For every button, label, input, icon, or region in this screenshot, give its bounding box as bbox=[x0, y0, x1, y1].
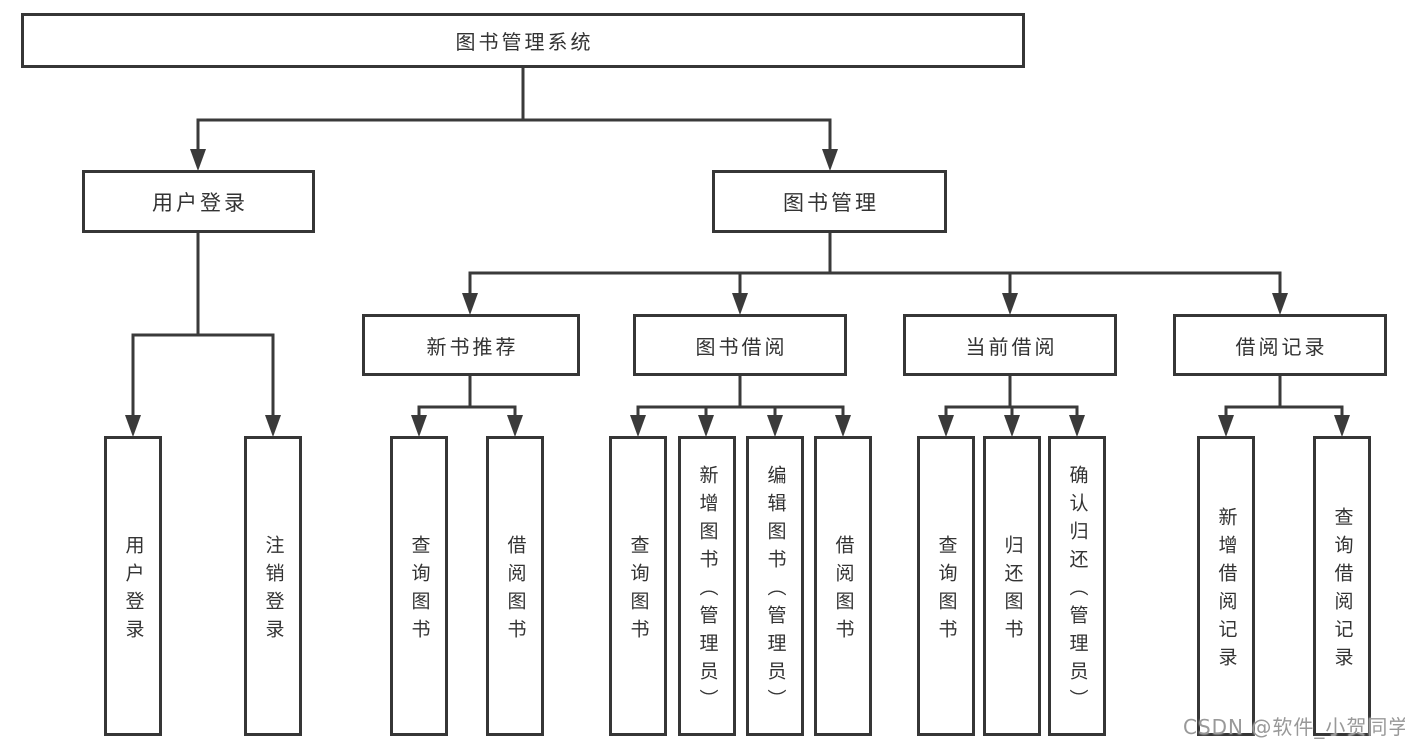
node-current-borrow: 当前借阅 bbox=[903, 314, 1117, 376]
node-new-book-recommend: 新书推荐 bbox=[362, 314, 580, 376]
node-root: 图书管理系统 bbox=[21, 13, 1025, 68]
leaf-query-borrow-record-label: 查询借阅记录 bbox=[1331, 506, 1354, 675]
leaf-borrow-books-2: 借阅图书 bbox=[814, 436, 872, 736]
leaf-confirm-return-admin: 确认归还（管理员） bbox=[1048, 436, 1106, 736]
leaf-edit-books-admin-label: 编辑图书（管理员） bbox=[764, 464, 787, 717]
node-user-login: 用户登录 bbox=[82, 170, 315, 233]
leaf-logout: 注销登录 bbox=[244, 436, 302, 736]
leaf-return-books: 归还图书 bbox=[983, 436, 1041, 736]
leaf-borrow-books-2-label: 借阅图书 bbox=[832, 534, 855, 647]
leaf-return-books-label: 归还图书 bbox=[1001, 534, 1024, 647]
leaf-user-login: 用户登录 bbox=[104, 436, 162, 736]
leaf-query-books-1-label: 查询图书 bbox=[408, 534, 431, 647]
leaf-query-books-3-label: 查询图书 bbox=[935, 534, 958, 647]
leaf-confirm-return-admin-label: 确认归还（管理员） bbox=[1066, 464, 1089, 717]
leaf-logout-label: 注销登录 bbox=[262, 534, 285, 647]
node-borrow-records: 借阅记录 bbox=[1173, 314, 1387, 376]
leaf-query-books-2-label: 查询图书 bbox=[627, 534, 650, 647]
node-book-borrow-label: 图书借阅 bbox=[695, 334, 788, 359]
node-book-management-label: 图书管理 bbox=[783, 190, 879, 215]
leaf-add-borrow-record-label: 新增借阅记录 bbox=[1215, 506, 1238, 675]
leaf-add-books-admin: 新增图书（管理员） bbox=[678, 436, 736, 736]
node-new-book-recommend-label: 新书推荐 bbox=[426, 334, 519, 359]
node-user-login-label: 用户登录 bbox=[152, 190, 248, 215]
node-current-borrow-label: 当前借阅 bbox=[965, 334, 1058, 359]
leaf-borrow-books-1-label: 借阅图书 bbox=[504, 534, 527, 647]
leaf-borrow-books-1: 借阅图书 bbox=[486, 436, 544, 736]
leaf-add-books-admin-label: 新增图书（管理员） bbox=[696, 464, 719, 717]
csdn-watermark: CSDN @软件_小贺同学 bbox=[1183, 715, 1405, 739]
leaf-add-borrow-record: 新增借阅记录 bbox=[1197, 436, 1255, 736]
node-book-borrow: 图书借阅 bbox=[633, 314, 847, 376]
leaf-query-books-2: 查询图书 bbox=[609, 436, 667, 736]
node-borrow-records-label: 借阅记录 bbox=[1235, 334, 1328, 359]
leaf-edit-books-admin: 编辑图书（管理员） bbox=[746, 436, 804, 736]
leaf-query-books-1: 查询图书 bbox=[390, 436, 448, 736]
node-root-label: 图书管理系统 bbox=[455, 30, 594, 54]
leaf-query-books-3: 查询图书 bbox=[917, 436, 975, 736]
leaf-query-borrow-record: 查询借阅记录 bbox=[1313, 436, 1371, 736]
leaf-user-login-label: 用户登录 bbox=[122, 534, 145, 647]
node-book-management: 图书管理 bbox=[712, 170, 947, 233]
